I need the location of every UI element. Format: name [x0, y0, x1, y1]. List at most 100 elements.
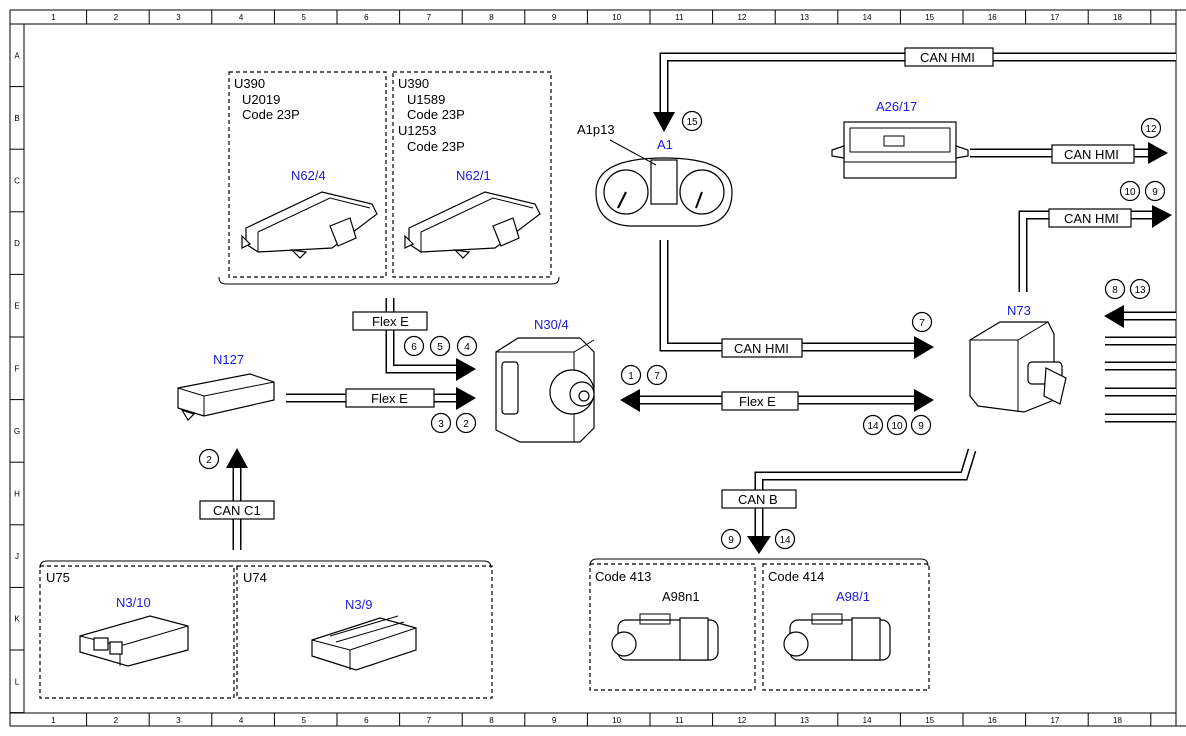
- bus-can-b: CAN B: [738, 492, 778, 507]
- circle-1: 1: [620, 364, 642, 386]
- column-ruler-label: 17: [1050, 716, 1059, 725]
- column-ruler-label: 2: [114, 13, 119, 22]
- arrow-right-a26: [1148, 142, 1168, 164]
- circle-5: 5: [429, 335, 451, 357]
- column-ruler-label: 11: [675, 13, 684, 22]
- bus-can-hmi-a26: CAN HMI: [1064, 147, 1119, 162]
- circle-2-a: 2: [455, 412, 477, 434]
- column-ruler-label: 4: [239, 13, 244, 22]
- circle-13: 13: [1129, 278, 1151, 300]
- column-ruler-label: 6: [364, 13, 369, 22]
- column-ruler-label: 3: [176, 716, 181, 725]
- svg-text:3: 3: [438, 419, 444, 430]
- column-ruler-label: 13: [800, 13, 809, 22]
- column-ruler-label: 5: [301, 716, 306, 725]
- column-ruler-label: 10: [612, 13, 621, 22]
- u390-left-code-2: Code 23P: [242, 107, 300, 122]
- u75-title: U75: [46, 570, 70, 585]
- svg-text:2: 2: [206, 455, 212, 466]
- circle-12: 12: [1140, 117, 1162, 139]
- svg-text:9: 9: [1152, 187, 1158, 198]
- a1p13-label: A1p13: [577, 122, 615, 137]
- circle-10-b: 10: [886, 414, 908, 436]
- bus-flex-e-n127: Flex E: [371, 391, 408, 406]
- column-ruler-label: 13: [800, 716, 809, 725]
- n73-ignition-switch-icon: [969, 321, 1067, 413]
- n127-module-icon: [177, 373, 275, 421]
- code414-title: Code 414: [768, 569, 824, 584]
- column-ruler-label: 14: [863, 716, 872, 725]
- a98-1-label: A98/1: [836, 589, 870, 604]
- column-ruler-label: 11: [675, 716, 684, 725]
- a26-17-label: A26/17: [876, 99, 917, 114]
- bus-flex-e-main: Flex E: [739, 394, 776, 409]
- column-ruler-label: 3: [176, 13, 181, 22]
- code413-title: Code 413: [595, 569, 651, 584]
- column-ruler-label: 16: [988, 13, 997, 22]
- circle-14-b: 14: [774, 528, 796, 550]
- circle-3: 3: [430, 412, 452, 434]
- svg-text:14: 14: [867, 421, 879, 432]
- circle-9-b: 9: [910, 414, 932, 436]
- row-ruler-label: F: [15, 364, 20, 373]
- svg-text:9: 9: [728, 535, 734, 546]
- column-ruler-label: 14: [863, 13, 872, 22]
- u390-right-code-1: U1589: [407, 92, 445, 107]
- svg-text:4: 4: [464, 342, 470, 353]
- n62-4-module-icon: [241, 191, 378, 259]
- n73-label: N73: [1007, 303, 1031, 318]
- svg-text:5: 5: [437, 342, 443, 353]
- circle-2-b: 2: [198, 448, 220, 470]
- column-ruler-label: 7: [427, 716, 432, 725]
- bus-can-hmi-top: CAN HMI: [920, 50, 975, 65]
- row-ruler-label: A: [14, 51, 20, 60]
- row-ruler-label: E: [14, 302, 19, 311]
- row-ruler-label: K: [14, 615, 20, 624]
- bus-can-hmi-mid: CAN HMI: [734, 341, 789, 356]
- n62-1-label: N62/1: [456, 168, 491, 183]
- arrow-down-can-b: [747, 536, 771, 554]
- column-ruler-label: 15: [925, 13, 934, 22]
- u390-bracket: [218, 276, 560, 285]
- code414-group: [762, 563, 930, 691]
- a98n1-actuator-icon: [611, 613, 719, 661]
- column-ruler-label: 8: [489, 13, 494, 22]
- column-ruler-label: 16: [988, 716, 997, 725]
- column-ruler-label: 1: [51, 13, 56, 22]
- svg-text:12: 12: [1145, 124, 1157, 135]
- n127-label: N127: [213, 352, 244, 367]
- bus-can-c1: CAN C1: [213, 503, 261, 518]
- column-ruler-label: 17: [1050, 13, 1059, 22]
- circle-6: 6: [403, 335, 425, 357]
- svg-text:1: 1: [628, 371, 634, 382]
- arrow-right-flex-n127: [456, 387, 476, 410]
- n62-1-module-icon: [404, 191, 541, 259]
- u390-left-code-1: U2019: [242, 92, 280, 107]
- column-ruler-label: 1: [51, 716, 56, 725]
- svg-text:14: 14: [779, 535, 791, 546]
- svg-text:7: 7: [654, 371, 660, 382]
- code-group-bracket: [589, 558, 929, 567]
- arrowheads: [226, 112, 1172, 554]
- circle-14-a: 14: [862, 414, 884, 436]
- n30-4-label: N30/4: [534, 317, 569, 332]
- n3-10-label: N3/10: [116, 595, 151, 610]
- svg-text:10: 10: [1124, 187, 1136, 198]
- arrow-down-a1: [653, 112, 675, 132]
- column-ruler-label: 12: [737, 13, 746, 22]
- arrow-right-can-hmi-mid: [914, 336, 934, 359]
- a98-1-actuator-icon: [783, 613, 891, 661]
- row-ruler-label: L: [15, 677, 20, 686]
- u75-group: [39, 565, 235, 699]
- column-ruler-label: 9: [552, 13, 557, 22]
- a26-17-head-unit-icon: [831, 121, 969, 179]
- u74-title: U74: [243, 570, 267, 585]
- n30-4-abs-unit-icon: [495, 337, 595, 443]
- bus-can-hmi-n73: CAN HMI: [1064, 211, 1119, 226]
- column-ruler-label: 15: [925, 716, 934, 725]
- row-ruler-label: D: [14, 239, 20, 248]
- circled-numbers: 15 12 10 9 8 13 7 6 5 4 3 2 1 7 14 10 9 …: [198, 110, 1166, 550]
- u74-group: [236, 565, 493, 699]
- column-ruler: 1122334455667788991010111112121313141415…: [51, 10, 1152, 726]
- u390-right-code-4: Code 23P: [407, 139, 465, 154]
